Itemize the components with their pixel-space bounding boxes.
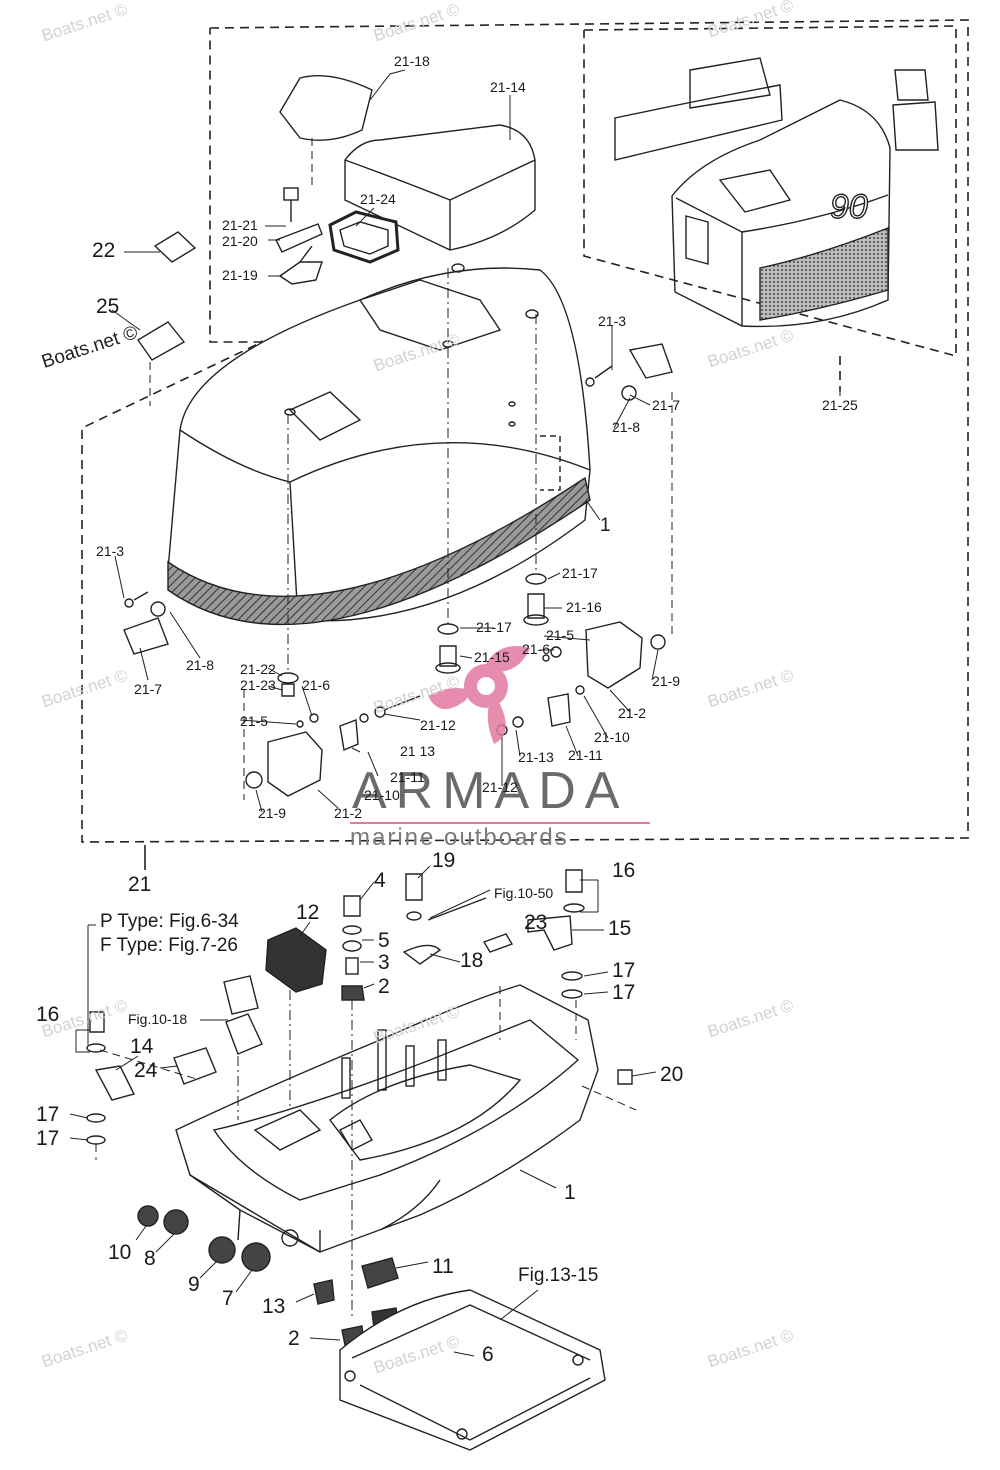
callout-11: 11	[432, 1255, 454, 1278]
callout-21-2: 21-2	[334, 805, 363, 821]
callout-21-2: 21-2	[618, 705, 647, 721]
callout-18: 18	[460, 949, 484, 972]
callout-21-22: 21-22	[240, 661, 276, 677]
callout-21-14: 21-14	[490, 79, 526, 95]
callout-21-17: 21-17	[562, 565, 598, 581]
note-fig10-50: Fig.10-50	[494, 885, 554, 901]
callout-15: 15	[608, 917, 632, 940]
callout-17: 17	[612, 981, 636, 1004]
callout-5: 5	[378, 929, 390, 952]
callout-1: 1	[600, 515, 611, 536]
callout-1: 1	[564, 1181, 576, 1204]
callout-21-10: 21-10	[594, 729, 630, 745]
callout-21-21: 21-21	[222, 217, 258, 233]
callout-21-11: 21-11	[390, 769, 425, 785]
callout-9: 9	[188, 1273, 200, 1296]
callout-2: 2	[288, 1327, 300, 1350]
note-f-type: F Type: Fig.7-26	[100, 935, 238, 956]
callout-21-9: 21-9	[258, 805, 287, 821]
callout-20: 20	[660, 1063, 684, 1086]
callout-12: 12	[296, 901, 320, 924]
callout-2: 2	[378, 975, 390, 998]
callout-17: 17	[36, 1127, 60, 1150]
callout-21-12: 21-12	[482, 779, 518, 795]
callout-3: 3	[378, 951, 390, 974]
callout-21-8: 21-8	[186, 657, 215, 673]
callout-21-7: 21-7	[652, 397, 681, 413]
callout-21-12: 21-12	[420, 717, 456, 733]
armada-propeller-logo	[428, 646, 530, 744]
callout-21-20: 21-20	[222, 233, 258, 249]
callout-4: 4	[374, 869, 386, 892]
callout-24: 24	[134, 1059, 158, 1082]
note-p-type: P Type: Fig.6-34	[100, 911, 239, 932]
callout-21-5: 21-5	[546, 627, 575, 643]
callout-17: 17	[612, 959, 636, 982]
callout-19: 19	[432, 849, 456, 872]
callout-7: 7	[222, 1287, 234, 1310]
callout-21-7: 21-7	[134, 681, 163, 697]
group-21-frame	[81, 19, 969, 870]
lower-cowl-art	[86, 869, 633, 1451]
callout-21-17: 21-17	[476, 619, 512, 635]
callout-21-18: 21-18	[394, 53, 430, 69]
callout-21-11: 21-11	[568, 747, 603, 763]
note-fig13-15: Fig.13-15	[518, 1265, 599, 1286]
callout-21-5: 21-5	[240, 713, 269, 729]
callout-16: 16	[612, 859, 636, 882]
callout-23: 23	[524, 911, 548, 934]
callout-21-24: 21-24	[360, 191, 396, 207]
brand-tagline: marine outboards	[350, 824, 569, 851]
group-21-label: 21	[128, 873, 152, 896]
leader-lines-art	[69, 69, 841, 1357]
callout-21-15: 21-15	[474, 649, 510, 665]
decal-inset-art: 90	[614, 57, 939, 328]
callout-6: 6	[482, 1343, 494, 1366]
callout-21-13: 21 13	[400, 743, 436, 759]
callout-21-16: 21-16	[566, 599, 602, 615]
callout-21-19: 21-19	[222, 267, 258, 283]
callout-14: 14	[130, 1035, 154, 1058]
callout-21-10: 21-10	[364, 787, 400, 803]
callout-21-13: 21-13	[518, 749, 554, 765]
callout-21-6: 21-6	[302, 677, 331, 693]
upper-cowl-hardware-art	[123, 187, 673, 797]
callout-17: 17	[36, 1103, 60, 1126]
callout-21-23: 21-23	[240, 677, 276, 693]
callout-25: 25	[96, 295, 120, 318]
callout-21-6: 21-6	[522, 641, 551, 657]
callout-21-3: 21-3	[96, 543, 125, 559]
note-fig10-18: Fig.10-18	[128, 1011, 188, 1027]
svg-text:90: 90	[830, 188, 868, 226]
callout-10: 10	[108, 1241, 132, 1264]
brand-rule	[350, 822, 650, 824]
callout-8: 8	[144, 1247, 156, 1270]
upper-cowl-art	[167, 75, 591, 626]
callout-13: 13	[262, 1295, 286, 1318]
callout-16: 16	[36, 1003, 60, 1026]
callout-21-25: 21-25	[822, 397, 858, 413]
callout-21-8: 21-8	[612, 419, 641, 435]
callout-22: 22	[92, 239, 116, 262]
callout-21-3: 21-3	[598, 313, 627, 329]
brand-name: ARMADA	[352, 762, 629, 820]
callout-21-9: 21-9	[652, 673, 681, 689]
